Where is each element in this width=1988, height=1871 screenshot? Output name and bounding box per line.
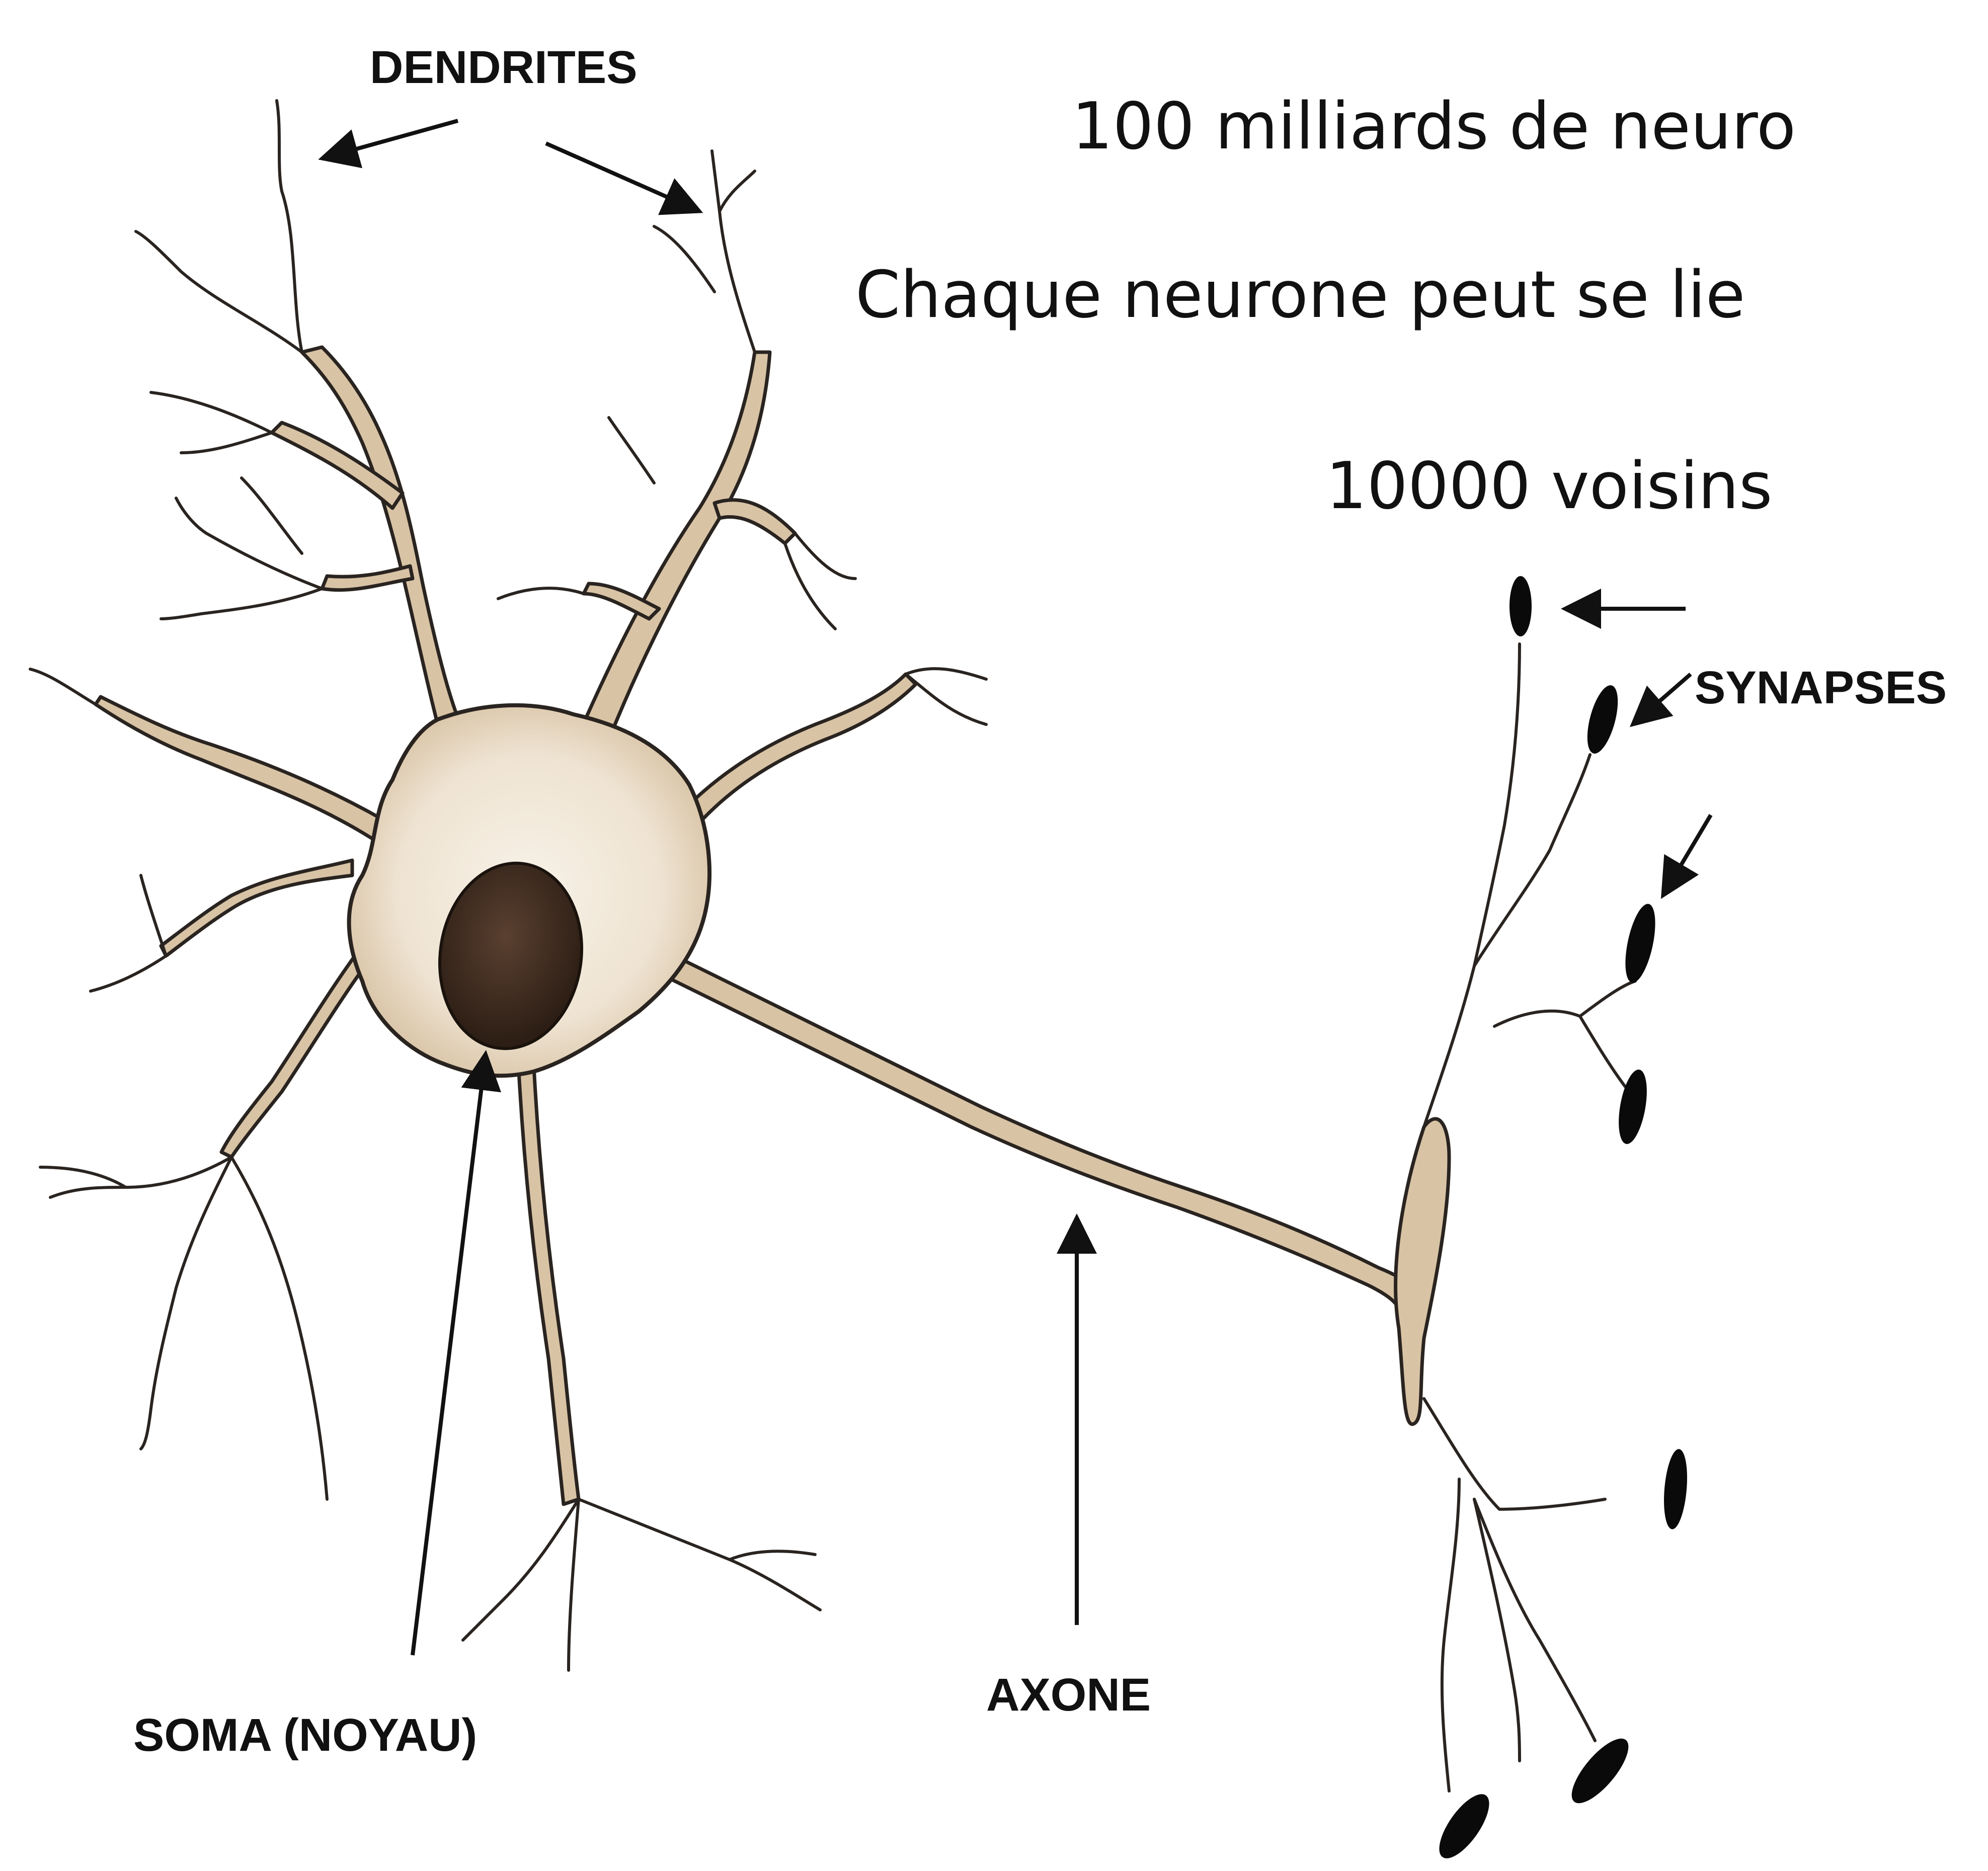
synapse-terminal <box>1620 902 1661 986</box>
dendrite-bottom <box>518 1056 579 1504</box>
soma-pointer-line <box>413 1054 486 1655</box>
dendrite-upper-left-branch2 <box>322 566 413 590</box>
synapse-terminal <box>1581 682 1624 757</box>
synapse-terminals <box>1430 576 1690 1866</box>
axon-terminal <box>1396 1119 1449 1424</box>
synapse-terminal <box>1563 1730 1638 1811</box>
fine-branches <box>30 101 1635 1791</box>
caption-line-1: 100 milliards de neuro <box>1072 89 1796 164</box>
synapse-terminal <box>1509 576 1532 636</box>
dendrite-left <box>96 697 392 845</box>
axon <box>644 946 1424 1318</box>
dendrites-label: DENDRITES <box>370 42 638 93</box>
dendrites-arrow-right <box>546 143 699 211</box>
dendrite-lower-left2 <box>221 946 372 1157</box>
caption-line-3: 10000 voisins <box>1326 449 1773 524</box>
synapse-terminal <box>1661 1448 1690 1530</box>
synapse-terminal <box>1430 1786 1498 1865</box>
dendrite-right <box>669 674 916 840</box>
synapse-arrow-2 <box>1633 674 1691 724</box>
synapse-arrow-3 <box>1663 815 1711 896</box>
dendrite-upper-left <box>302 347 468 745</box>
soma-label: SOMA (NOYAU) <box>133 1710 477 1761</box>
dendrite-lower-left <box>161 860 352 956</box>
axone-label: AXONE <box>986 1669 1151 1721</box>
dendrite-upper-right-branch <box>714 500 795 543</box>
caption-line-2: Chaque neurone peut se lie <box>855 258 1745 333</box>
dendrites-arrow-left <box>322 121 458 158</box>
synapses-label: SYNAPSES <box>1695 662 1947 713</box>
dendrite-upper-right <box>579 352 770 740</box>
